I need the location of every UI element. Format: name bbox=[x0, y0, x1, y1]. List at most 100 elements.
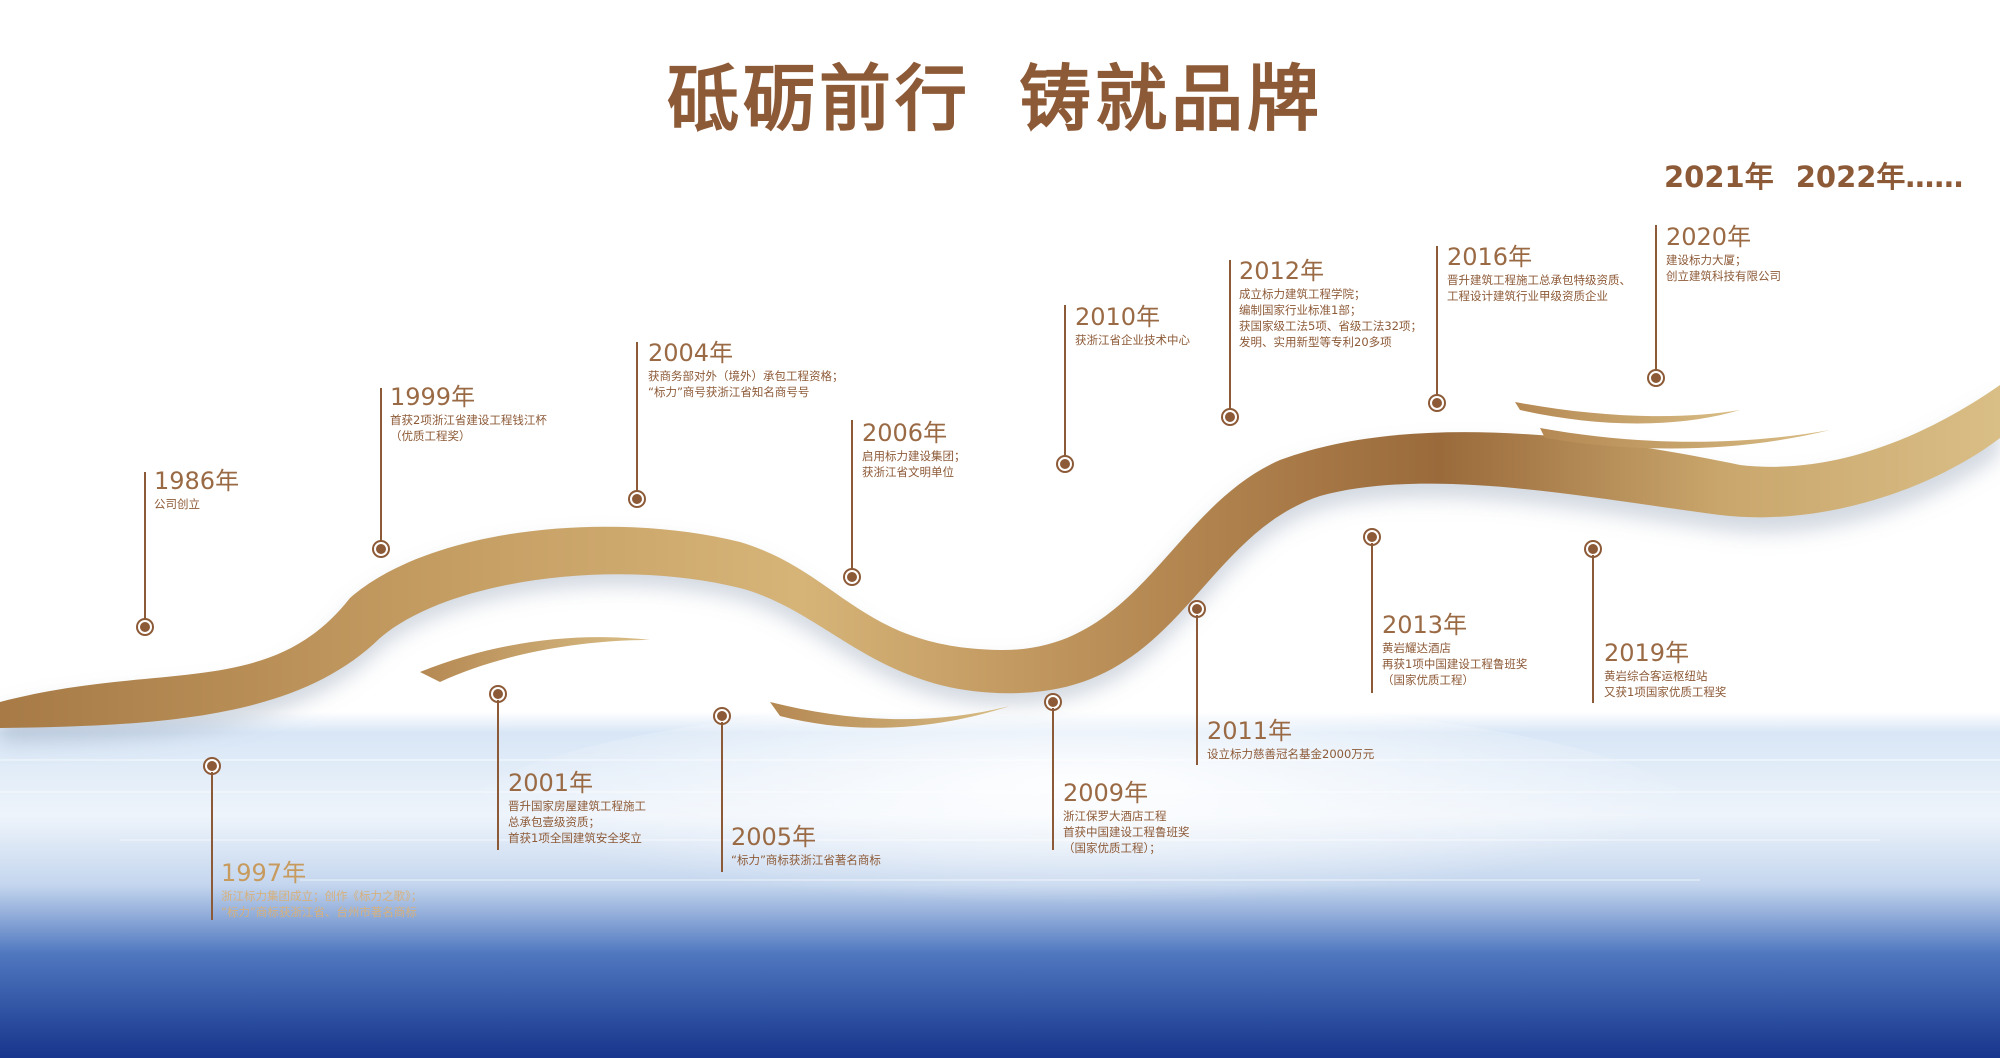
milestone-year: 2013年 bbox=[1382, 611, 1468, 639]
milestone-2012: 2012年 成立标力建筑工程学院； 编制国家行业标准1部； 获国家级工法5项、省… bbox=[1239, 256, 1422, 350]
milestone-stem bbox=[1196, 615, 1198, 765]
milestone-dot bbox=[1430, 396, 1444, 410]
milestone-dot bbox=[205, 759, 219, 773]
milestone-dot bbox=[1058, 457, 1072, 471]
milestone-line: 首获2项浙江省建设工程钱江杯 bbox=[390, 413, 547, 427]
milestone-year: 2016年 bbox=[1447, 243, 1533, 271]
milestone-line: 获浙江省文明单位 bbox=[862, 465, 954, 479]
milestone-stem bbox=[1229, 260, 1231, 410]
title-right: 铸就品牌 bbox=[1019, 57, 1324, 141]
milestone-line: 晋升建筑工程施工总承包特级资质、 bbox=[1447, 273, 1631, 287]
sea-sheen bbox=[460, 700, 1700, 940]
milestone-line: 黄岩综合客运枢纽站 bbox=[1604, 669, 1708, 683]
title-left: 砥砺前行 bbox=[666, 57, 971, 141]
milestone-line: “标力”商号获浙江省知名商号号 bbox=[648, 385, 810, 399]
milestone-line: 晋升国家房屋建筑工程施工 bbox=[508, 799, 646, 813]
milestone-stem bbox=[497, 700, 499, 850]
milestone-line: 黄岩耀达酒店 bbox=[1382, 641, 1451, 655]
milestone-2004: 2004年 获商务部对外（境外）承包工程资格； “标力”商号获浙江省知名商号号 bbox=[648, 338, 844, 400]
milestone-year: 2005年 bbox=[731, 823, 817, 851]
milestone-line: 首获中国建设工程鲁班奖 bbox=[1063, 825, 1190, 839]
milestone-dot bbox=[1365, 530, 1379, 544]
milestone-year: 1986年 bbox=[154, 467, 240, 495]
milestone-year: 2011年 bbox=[1207, 717, 1293, 745]
brush-wisps bbox=[420, 402, 1830, 728]
milestone-line: 总承包壹级资质； bbox=[508, 815, 600, 829]
milestone-stem bbox=[721, 722, 723, 872]
milestone-dot bbox=[1223, 410, 1237, 424]
milestone-line: 获浙江省企业技术中心 bbox=[1075, 333, 1190, 347]
future-year: 2022年…… bbox=[1795, 160, 1964, 194]
milestone-2016: 2016年 晋升建筑工程施工总承包特级资质、 工程设计建筑行业甲级资质企业 bbox=[1447, 242, 1631, 304]
milestone-line: 建设标力大厦； bbox=[1666, 253, 1747, 267]
milestone-stem bbox=[211, 772, 213, 920]
milestone-year: 2001年 bbox=[508, 769, 594, 797]
milestone-line: 设立标力慈善冠名基金2000万元 bbox=[1207, 747, 1375, 761]
milestone-line: （国家优质工程）； bbox=[1063, 841, 1161, 855]
milestone-stem bbox=[636, 342, 638, 492]
milestone-2010: 2010年 获浙江省企业技术中心 bbox=[1075, 302, 1190, 348]
milestone-2013: 2013年 黄岩耀达酒店 再获1项中国建设工程鲁班奖 （国家优质工程） bbox=[1382, 610, 1527, 688]
milestone-dot bbox=[374, 542, 388, 556]
milestone-stem bbox=[1064, 305, 1066, 457]
milestone-line: “标力”商标获浙江省、台州市著名商标 bbox=[221, 905, 417, 919]
milestone-dot bbox=[1586, 542, 1600, 556]
milestone-stem bbox=[1371, 543, 1373, 693]
milestone-dot bbox=[491, 687, 505, 701]
milestone-year: 2012年 bbox=[1239, 257, 1325, 285]
milestone-line: “标力”商标获浙江省著名商标 bbox=[731, 853, 881, 867]
milestone-stem bbox=[1052, 708, 1054, 850]
milestone-line: 创立建筑科技有限公司 bbox=[1666, 269, 1781, 283]
milestone-2019: 2019年 黄岩综合客运枢纽站 又获1项国家优质工程奖 bbox=[1604, 638, 1726, 700]
milestone-dot bbox=[138, 620, 152, 634]
future-years: 2021年 2022年…… bbox=[1664, 154, 1963, 196]
milestone-dot bbox=[630, 492, 644, 506]
milestone-year: 2006年 bbox=[862, 419, 948, 447]
milestone-line: 获国家级工法5项、省级工法32项； bbox=[1239, 319, 1422, 333]
milestone-2006: 2006年 启用标力建设集团； 获浙江省文明单位 bbox=[862, 418, 966, 480]
milestone-2020: 2020年 建设标力大厦； 创立建筑科技有限公司 bbox=[1666, 222, 1781, 284]
milestone-line: （国家优质工程） bbox=[1382, 673, 1474, 687]
milestone-stem bbox=[851, 420, 853, 570]
milestone-2001: 2001年 晋升国家房屋建筑工程施工 总承包壹级资质； 首获1项全国建筑安全奖立 bbox=[508, 768, 646, 846]
milestone-1997: 1997年 浙江标力集团成立；创作《标力之歌》； “标力”商标获浙江省、台州市著… bbox=[221, 858, 422, 920]
milestone-line: 发明、实用新型等专利20多项 bbox=[1239, 335, 1392, 349]
milestone-year: 2009年 bbox=[1063, 779, 1149, 807]
gold-ribbon bbox=[0, 385, 2000, 728]
milestone-line: 启用标力建设集团； bbox=[862, 449, 966, 463]
milestone-year: 1999年 bbox=[390, 383, 476, 411]
milestone-2009: 2009年 浙江保罗大酒店工程 首获中国建设工程鲁班奖 （国家优质工程）； bbox=[1063, 778, 1190, 856]
milestone-stem bbox=[1436, 246, 1438, 396]
milestone-line: 工程设计建筑行业甲级资质企业 bbox=[1447, 289, 1608, 303]
milestone-2011: 2011年 设立标力慈善冠名基金2000万元 bbox=[1207, 716, 1374, 762]
milestone-line: 成立标力建筑工程学院； bbox=[1239, 287, 1366, 301]
milestone-line: 首获1项全国建筑安全奖立 bbox=[508, 831, 642, 845]
sea-light-streaks bbox=[0, 759, 2000, 881]
milestone-line: 编制国家行业标准1部； bbox=[1239, 303, 1362, 317]
milestone-stem bbox=[144, 472, 146, 620]
milestone-2005: 2005年 “标力”商标获浙江省著名商标 bbox=[731, 822, 881, 868]
future-year: 2021年 bbox=[1664, 160, 1774, 194]
milestone-dot bbox=[1046, 695, 1060, 709]
milestone-dot bbox=[1649, 371, 1663, 385]
milestone-year: 2019年 bbox=[1604, 639, 1690, 667]
milestone-year: 2010年 bbox=[1075, 303, 1161, 331]
milestone-1986: 1986年 公司创立 bbox=[154, 466, 239, 512]
milestone-year: 2020年 bbox=[1666, 223, 1752, 251]
milestone-line: （优质工程奖） bbox=[390, 429, 471, 443]
milestone-line: 公司创立 bbox=[154, 497, 200, 511]
milestone-dot bbox=[845, 570, 859, 584]
milestone-line: 浙江标力集团成立；创作《标力之歌》； bbox=[221, 889, 423, 903]
milestone-line: 再获1项中国建设工程鲁班奖 bbox=[1382, 657, 1528, 671]
milestone-dot bbox=[1190, 602, 1204, 616]
milestone-line: 浙江保罗大酒店工程 bbox=[1063, 809, 1167, 823]
milestone-1999: 1999年 首获2项浙江省建设工程钱江杯 （优质工程奖） bbox=[390, 382, 547, 444]
milestone-line: 获商务部对外（境外）承包工程资格； bbox=[648, 369, 844, 383]
milestone-stem bbox=[1655, 225, 1657, 371]
milestone-line: 又获1项国家优质工程奖 bbox=[1604, 685, 1727, 699]
milestone-stem bbox=[1592, 555, 1594, 703]
milestone-stem bbox=[380, 388, 382, 542]
milestone-dot bbox=[715, 709, 729, 723]
